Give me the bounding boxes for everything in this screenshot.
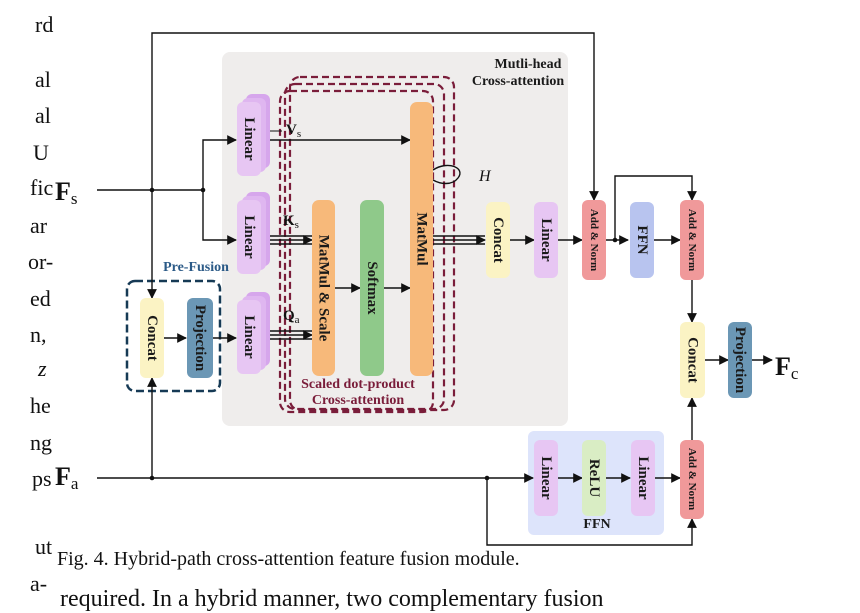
linear-k-block bbox=[237, 200, 261, 274]
linear-out-block bbox=[534, 202, 558, 278]
side-text-11: he bbox=[30, 393, 51, 418]
mha-title-2: Cross-attention bbox=[472, 74, 565, 89]
linear-k-text: Linear bbox=[241, 215, 257, 259]
add-norm-1-text: Add & Norm bbox=[588, 209, 600, 271]
side-text-7: or- bbox=[28, 249, 54, 274]
side-text-15: a- bbox=[30, 571, 48, 596]
add-norm-3-text: Add & Norm bbox=[686, 448, 698, 510]
figure-caption: Fig. 4. Hybrid-path cross-attention feat… bbox=[57, 548, 520, 570]
heads-label: H bbox=[478, 168, 492, 185]
fc-label: Fc bbox=[775, 352, 799, 383]
ffn-text: FFN bbox=[634, 225, 650, 254]
fs-label: Fs bbox=[55, 177, 78, 208]
matmul-scale-block bbox=[312, 200, 335, 376]
linear-v-block bbox=[237, 102, 261, 176]
projection-pre-block bbox=[187, 298, 213, 378]
bottom-text-line: required. In a hybrid manner, two comple… bbox=[60, 586, 604, 612]
matmul-block bbox=[410, 102, 433, 376]
v-label: Vs bbox=[286, 122, 301, 140]
concat-pre-block bbox=[140, 298, 164, 378]
matmul-text: MatMul bbox=[414, 212, 430, 265]
side-text-5: fic bbox=[30, 175, 54, 200]
side-text-3: al bbox=[35, 103, 51, 128]
concat-heads-block bbox=[486, 202, 510, 278]
linear-v-text: Linear bbox=[241, 117, 257, 161]
ffn-relu-block bbox=[582, 440, 606, 516]
concat-final-text: Concat bbox=[685, 337, 701, 383]
side-text-1: rd bbox=[35, 12, 54, 37]
ffn-region-title: FFN bbox=[583, 517, 610, 532]
ffn-linear-2-text: Linear bbox=[635, 456, 651, 500]
softmax-text: Softmax bbox=[364, 261, 380, 315]
projection-final-block bbox=[728, 322, 752, 398]
projection-pre-text: Projection bbox=[192, 305, 208, 372]
side-text-6: ar bbox=[30, 213, 48, 238]
heads-loop bbox=[432, 164, 461, 185]
side-text-13: ps bbox=[32, 466, 52, 491]
concat-heads-text: Concat bbox=[490, 217, 506, 263]
k-label: Ks bbox=[283, 213, 299, 231]
side-text-4: U bbox=[33, 140, 49, 165]
ffn-linear-1-block bbox=[534, 440, 558, 516]
concat-pre-text: Concat bbox=[144, 315, 160, 361]
concat-final-block bbox=[680, 322, 705, 398]
mha-title-1: Mutli-head bbox=[495, 57, 562, 72]
side-text-10: z bbox=[38, 356, 47, 381]
side-text-9: n, bbox=[30, 322, 47, 347]
add-norm-3-block bbox=[680, 440, 704, 519]
fa-label: Fa bbox=[55, 462, 79, 493]
add-norm-1-block bbox=[582, 200, 606, 280]
side-text-2: al bbox=[35, 67, 51, 92]
matmul-scale-text: MatMul & Scale bbox=[316, 235, 332, 342]
pre-fusion-box bbox=[125, 279, 222, 393]
add-norm-2-block bbox=[680, 200, 704, 280]
ffn-linear-2-block bbox=[631, 440, 655, 516]
q-label: Qa bbox=[283, 308, 300, 326]
sdp-title-2: Cross-attention bbox=[312, 393, 405, 408]
mha-region bbox=[222, 52, 568, 426]
add-norm-2-text: Add & Norm bbox=[686, 209, 698, 271]
side-text-12: ng bbox=[30, 430, 52, 455]
pre-fusion-title: Pre-Fusion bbox=[163, 260, 229, 275]
side-text-8: ed bbox=[30, 286, 51, 311]
linear-out-text: Linear bbox=[538, 218, 554, 262]
ffn-linear-1-text: Linear bbox=[538, 456, 554, 500]
sdp-title-1: Scaled dot-product bbox=[301, 377, 415, 392]
projection-final-text: Projection bbox=[732, 327, 748, 394]
linear-q-text: Linear bbox=[241, 315, 257, 359]
ffn-block bbox=[630, 202, 654, 278]
linear-q-block bbox=[237, 300, 261, 374]
sdp-dashed-box-2 bbox=[283, 82, 446, 411]
side-text-14: ut bbox=[35, 534, 53, 559]
softmax-block bbox=[360, 200, 384, 376]
ffn-relu-text: ReLU bbox=[586, 459, 602, 497]
